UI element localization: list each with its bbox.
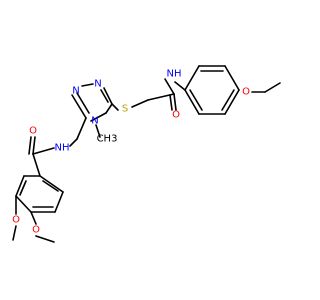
molecule-structure: O NH O S N N N CH3 NH O O O xyxy=(12,65,281,243)
bond xyxy=(32,136,36,155)
bond xyxy=(224,65,240,91)
bond xyxy=(76,92,90,114)
atom-nh-anilide: NH xyxy=(167,69,182,80)
bond xyxy=(15,195,32,213)
bond xyxy=(224,89,240,115)
bond xyxy=(103,87,113,105)
atom-o-ethoxy: O xyxy=(242,87,250,98)
bond xyxy=(169,94,173,111)
bond xyxy=(76,117,87,140)
bond xyxy=(39,175,64,193)
atom-n-triazole-4: N xyxy=(91,116,98,127)
atom-o-methoxy-2: O xyxy=(32,225,40,236)
bond xyxy=(28,136,32,155)
bond xyxy=(12,225,17,241)
bonds xyxy=(12,65,281,243)
bond xyxy=(173,93,177,111)
bond xyxy=(32,153,41,177)
bond xyxy=(32,147,55,155)
bond xyxy=(81,83,94,87)
bond xyxy=(19,180,27,196)
bond xyxy=(15,175,25,197)
atom-o-methoxy-1: O xyxy=(12,215,20,226)
bond xyxy=(35,235,55,243)
bond xyxy=(71,94,87,119)
atom-nh-benzamide: NH xyxy=(55,143,70,154)
atom-labels: O NH O S N N N CH3 NH O O O xyxy=(12,69,250,236)
atom-s-thioether: S xyxy=(122,104,128,115)
bond xyxy=(184,65,200,91)
bond xyxy=(30,211,37,225)
bond xyxy=(131,99,149,108)
atom-o-anilide-carbonyl: O xyxy=(172,110,180,121)
atom-n-triazole-1: N xyxy=(94,79,101,90)
bond xyxy=(174,81,186,91)
bond xyxy=(42,180,59,192)
bond xyxy=(69,138,78,147)
atom-o-benzamide-carbonyl: O xyxy=(29,126,37,137)
bond xyxy=(90,112,107,122)
bond xyxy=(264,82,281,93)
bond xyxy=(111,103,119,111)
bond xyxy=(164,78,175,95)
atom-n-triazole-2: N xyxy=(72,86,79,97)
atom-methyl: CH3 xyxy=(97,134,118,145)
bond xyxy=(147,93,175,101)
bond xyxy=(100,89,109,103)
bond xyxy=(54,191,64,213)
bond xyxy=(95,124,101,138)
bond xyxy=(105,103,113,114)
bond xyxy=(189,89,203,111)
bond xyxy=(184,89,200,115)
bond xyxy=(221,89,235,111)
